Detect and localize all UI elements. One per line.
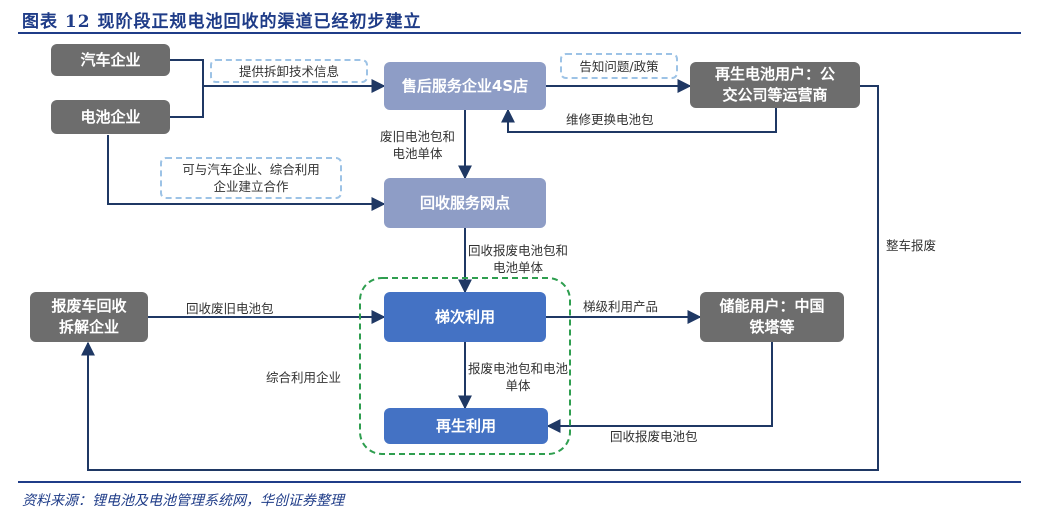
label-waste-pack-line1: 废旧电池包和 — [380, 129, 456, 144]
edge-battery-recycle — [107, 135, 386, 211]
node-renewed-user-line2: 交公司等运营商 — [722, 86, 828, 104]
node-regeneration: 再生利用 — [384, 408, 548, 444]
label-whole-scrap: 整车报废 — [886, 238, 937, 253]
top-rule — [18, 32, 1021, 34]
comprehensive-group — [359, 277, 571, 455]
node-energy-storage-user: 储能用户：中国 铁塔等 — [700, 292, 844, 342]
label-scrap-pack-line2: 单体 — [505, 378, 531, 393]
label-recycle-scrap-pack: 回收报废电池包 — [610, 429, 698, 444]
node-scrap-line2: 拆解企业 — [58, 318, 119, 336]
label-recycle-scrap-line2: 电池单体 — [493, 260, 544, 275]
node-scrap-vehicle-dismantler: 报废车回收 拆解企业 — [30, 292, 148, 342]
node-auto-enterprise: 汽车企业 — [51, 44, 170, 76]
node-renewed-user-line1: 再生电池用户：公 — [714, 65, 835, 83]
node-renewed-battery-user: 再生电池用户：公 交公司等运营商 — [690, 62, 860, 108]
label-waste-pack-line2: 电池单体 — [392, 146, 443, 161]
edge-auto-merge — [170, 59, 204, 86]
label-scrap-pack-line1: 报废电池包和电池 — [468, 361, 569, 376]
node-recycle-service-point: 回收服务网点 — [384, 178, 546, 228]
node-aftersales-4s: 售后服务企业4S店 — [384, 62, 546, 110]
label-cooperation: 可与汽车企业、综合利用 企业建立合作 — [160, 157, 342, 199]
label-cooperation-line1: 可与汽车企业、综合利用 — [182, 162, 320, 177]
edge-battery-merge — [170, 86, 204, 118]
label-cascade-product: 梯级利用产品 — [583, 299, 659, 314]
edge-storage-regen — [546, 342, 773, 433]
node-cascade-utilization: 梯次利用 — [384, 292, 546, 342]
label-notify-policy: 告知问题/政策 — [560, 53, 678, 79]
node-battery-enterprise: 电池企业 — [51, 100, 170, 134]
node-storage-line1: 储能用户：中国 — [719, 297, 825, 315]
label-recycle-waste: 回收废旧电池包 — [186, 301, 274, 316]
label-cooperation-line2: 企业建立合作 — [213, 179, 289, 194]
node-scrap-line1: 报废车回收 — [51, 297, 127, 315]
label-recycle-scrap-line1: 回收报废电池包和 — [468, 243, 569, 258]
edge-whole-scrap — [81, 85, 879, 471]
figure-title: 图表 12 现阶段正规电池回收的渠道已经初步建立 — [22, 12, 422, 32]
label-scrap-pack: 报废电池包和电池 单体 — [468, 360, 568, 394]
label-comprehensive: 综合利用企业 — [266, 370, 342, 385]
bottom-rule — [18, 481, 1021, 483]
label-recycle-scrap: 回收报废电池包和 电池单体 — [468, 242, 568, 276]
source-note: 资料来源：锂电池及电池管理系统网，华创证券整理 — [22, 493, 344, 509]
edge-repair — [501, 108, 777, 133]
label-waste-pack: 废旧电池包和 电池单体 — [380, 128, 455, 162]
node-storage-line2: 铁塔等 — [749, 318, 795, 336]
label-repair: 维修更换电池包 — [566, 112, 654, 127]
label-tech-info: 提供拆卸技术信息 — [210, 59, 368, 83]
